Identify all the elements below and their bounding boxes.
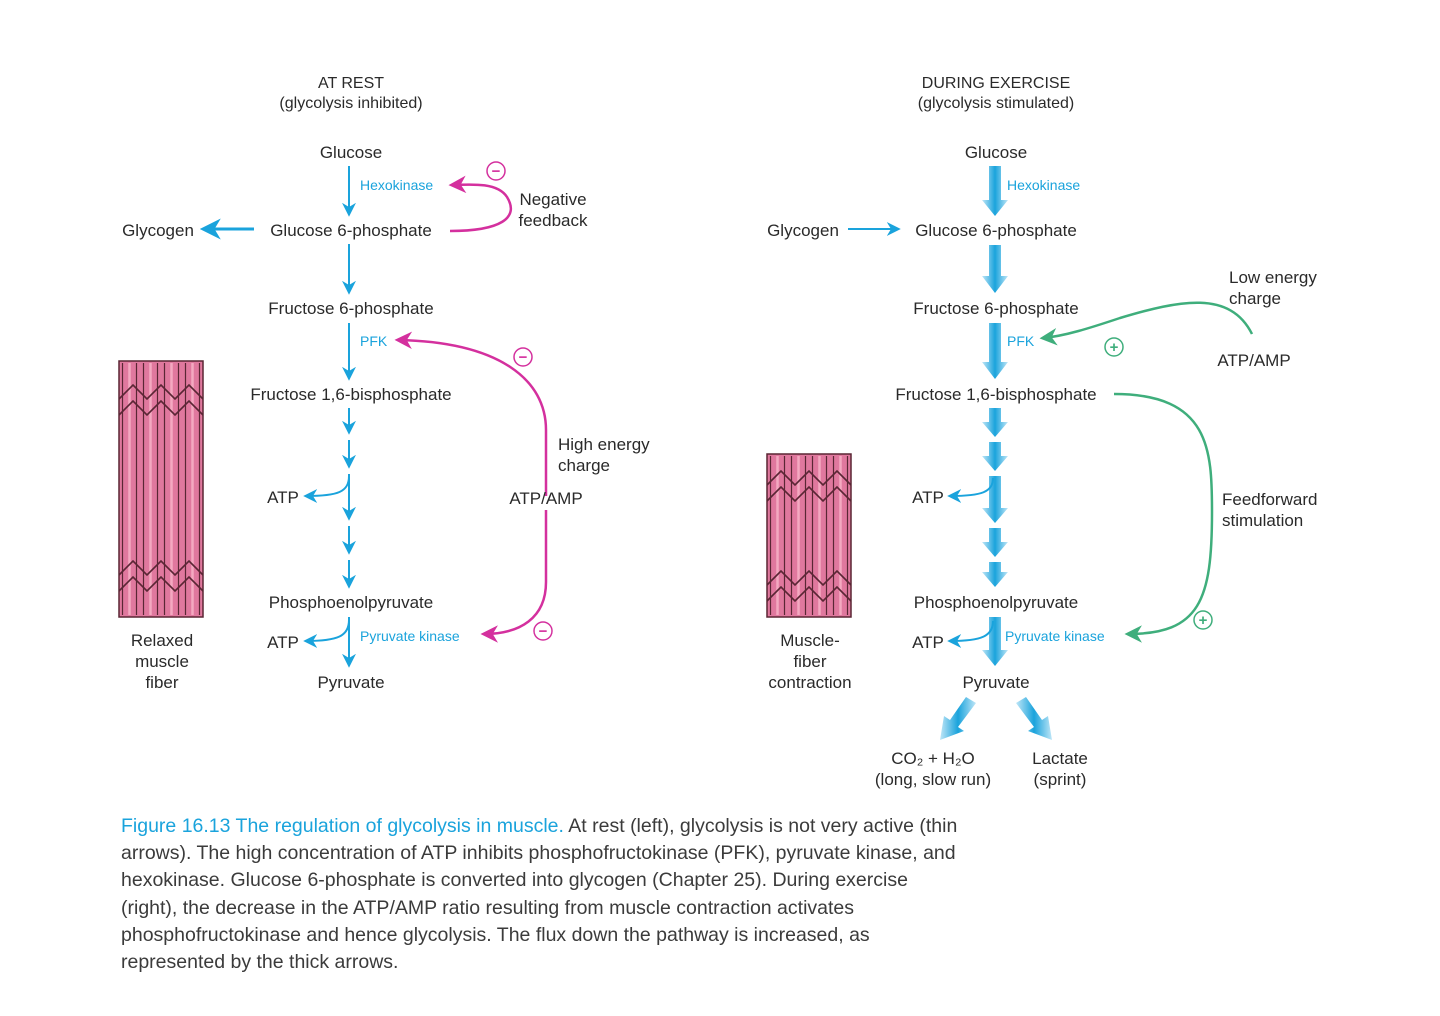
left-high-energy-label-1: High energy	[558, 435, 650, 454]
right-thick-arrow-step-5	[982, 562, 1008, 587]
right-atp-label-1: ATP	[912, 488, 944, 507]
right-subtitle: (glycolysis stimulated)	[918, 95, 1074, 112]
left-title: AT REST	[318, 75, 384, 92]
fiber-z-band	[766, 469, 852, 487]
right-thick-arrow-to-co2	[940, 697, 976, 740]
right-thick-arrow-step-4	[982, 528, 1008, 557]
left-minus-sign-hexokinase	[486, 161, 506, 181]
left-atp-amp-label: ATP/AMP	[509, 489, 582, 508]
fiber-z-band	[766, 585, 852, 603]
right-lactate-label: Lactate	[1032, 749, 1088, 768]
fiber-z-band	[118, 559, 204, 577]
figure-caption: Figure 16.13 The regulation of glycolysi…	[121, 813, 961, 976]
left-pyruvate-kinase-label: Pyruvate kinase	[360, 628, 460, 644]
right-low-energy-label-1: Low energy	[1229, 268, 1317, 287]
right-fiber-label-3: contraction	[768, 673, 851, 692]
left-fiber-label-3: fiber	[145, 673, 178, 692]
right-pep-label: Phosphoenolpyruvate	[914, 593, 1078, 612]
right-glycogen-label: Glycogen	[767, 221, 839, 240]
left-negative-feedback-arrow	[448, 175, 513, 233]
relaxed-muscle-fiber-image	[118, 360, 204, 618]
left-g6p-label: Glucose 6-phosphate	[270, 221, 432, 240]
caption-label: Figure 16.13 The regulation of glycolysi…	[121, 815, 564, 837]
right-panel: DURING EXERCISE (glycolysis stimulated) …	[766, 75, 1317, 789]
right-thick-arrow-glucose-to-g6p	[982, 166, 1008, 216]
right-fiber-label-1: Muscle-	[780, 631, 840, 650]
right-thick-arrow-g6p-to-f6p	[982, 245, 1008, 293]
left-atp-branch-arrow-2	[303, 619, 350, 648]
left-negative-feedback-label-2: feedback	[519, 211, 588, 230]
left-f6p-label: Fructose 6-phosphate	[268, 299, 433, 318]
left-hexokinase-label: Hexokinase	[360, 177, 433, 193]
fiber-z-band	[118, 383, 204, 401]
left-high-energy-inhibition-pfk	[394, 331, 548, 496]
right-sprint-label: (sprint)	[1034, 770, 1087, 789]
right-pyruvate-kinase-label: Pyruvate kinase	[1005, 628, 1105, 644]
right-thick-arrow-f6p-to-f16bp	[982, 323, 1008, 379]
left-glucose-label: Glucose	[320, 143, 382, 162]
left-f16bp-label: Fructose 1,6-bisphosphate	[250, 385, 451, 404]
fiber-z-band	[766, 485, 852, 503]
contracted-muscle-fiber-image	[766, 453, 852, 618]
right-glucose-label: Glucose	[965, 143, 1027, 162]
right-hexokinase-label: Hexokinase	[1007, 177, 1080, 193]
left-atp-branch-arrow-1	[303, 475, 350, 503]
left-minus-sign-pfk	[513, 347, 533, 367]
right-thick-arrow-step-2	[982, 442, 1008, 471]
left-pep-label: Phosphoenolpyruvate	[269, 593, 433, 612]
left-glycogen-label: Glycogen	[122, 221, 194, 240]
right-long-run-label: (long, slow run)	[875, 770, 991, 789]
left-fiber-label-2: muscle	[135, 652, 189, 671]
right-feedforward-label-2: stimulation	[1222, 511, 1303, 530]
right-pfk-label: PFK	[1007, 333, 1035, 349]
left-minus-sign-text-2: −	[519, 349, 528, 366]
right-feedforward-arrow	[1113, 392, 1214, 643]
right-fiber-label-2: fiber	[793, 652, 826, 671]
right-plus-sign-pfk	[1104, 337, 1124, 357]
left-panel: AT REST (glycolysis inhibited) Glucose H…	[118, 75, 650, 692]
right-atp-branch-arrow-1	[947, 477, 994, 503]
left-pfk-label: PFK	[360, 333, 388, 349]
right-plus-sign-text-2: +	[1199, 612, 1208, 629]
right-title: DURING EXERCISE	[922, 75, 1070, 92]
right-thick-arrow-step-3	[982, 476, 1008, 523]
left-minus-sign-pyruvate-kinase	[533, 621, 553, 641]
fiber-z-band	[118, 399, 204, 417]
left-minus-sign-text-3: −	[539, 623, 548, 640]
caption-text: At rest (left), glycolysis is not very a…	[121, 815, 958, 974]
right-f6p-label: Fructose 6-phosphate	[913, 299, 1078, 318]
left-negative-feedback-label-1: Negative	[519, 190, 586, 209]
left-atp-label-2: ATP	[267, 633, 299, 652]
right-feedforward-label-1: Feedforward	[1222, 490, 1317, 509]
fiber-z-band	[118, 575, 204, 593]
left-high-energy-inhibition-pyruvate-kinase	[480, 510, 548, 643]
right-low-energy-label-2: charge	[1229, 289, 1281, 308]
right-atp-amp-label: ATP/AMP	[1217, 351, 1290, 370]
right-plus-sign-pyruvate-kinase	[1193, 610, 1213, 630]
right-f16bp-label: Fructose 1,6-bisphosphate	[895, 385, 1096, 404]
fiber-z-band	[766, 569, 852, 587]
left-pyruvate-label: Pyruvate	[317, 673, 384, 692]
left-minus-sign-text-1: −	[492, 163, 501, 180]
right-plus-sign-text-1: +	[1110, 339, 1119, 356]
left-high-energy-label-2: charge	[558, 456, 610, 475]
right-g6p-label: Glucose 6-phosphate	[915, 221, 1077, 240]
right-atp-branch-arrow-2	[947, 620, 994, 648]
right-thick-arrow-step-1	[982, 408, 1008, 437]
left-atp-label-1: ATP	[267, 488, 299, 507]
left-fiber-label-1: Relaxed	[131, 631, 193, 650]
right-co2-label: CO₂ + H₂O	[891, 749, 975, 768]
right-low-energy-activation-pfk	[1039, 301, 1254, 346]
right-pyruvate-label: Pyruvate	[962, 673, 1029, 692]
right-atp-label-2: ATP	[912, 633, 944, 652]
right-thick-arrow-to-lactate	[1016, 697, 1052, 740]
right-thick-arrow-pep-to-pyruvate	[982, 617, 1008, 666]
left-subtitle: (glycolysis inhibited)	[279, 95, 422, 112]
